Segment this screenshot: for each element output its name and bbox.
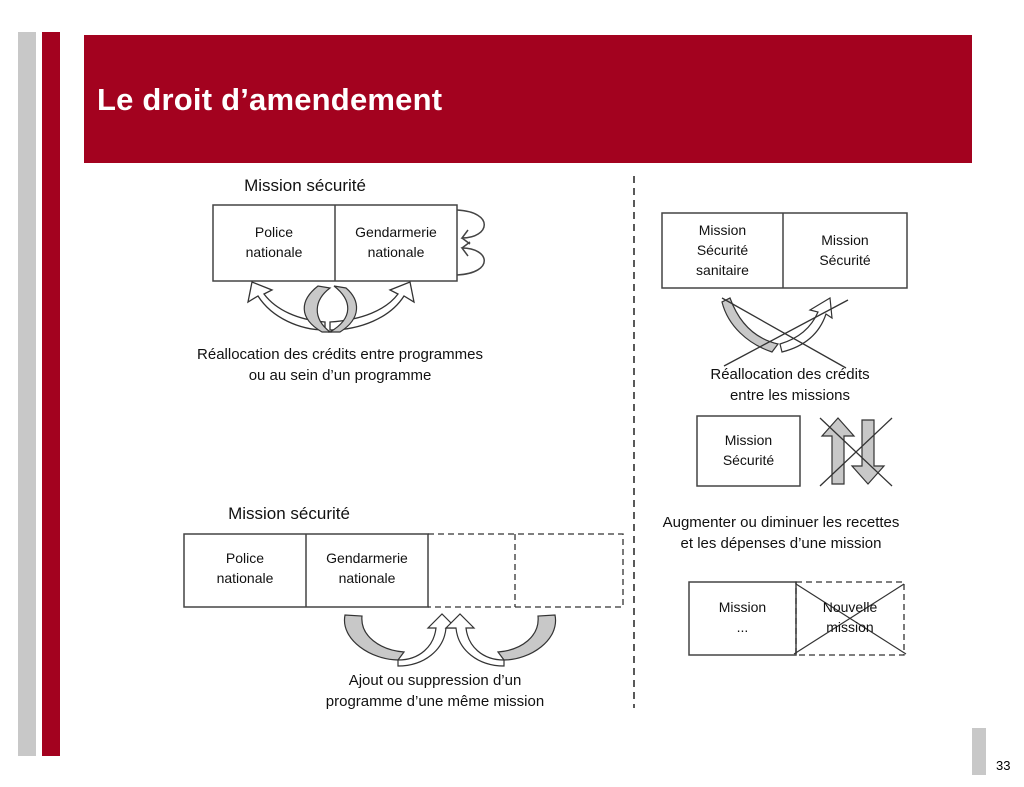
bottom-grey-arrow-right — [496, 614, 557, 661]
cell-text: Police — [254, 224, 294, 240]
crossed-grey-arrow — [721, 297, 780, 353]
bottom-left-heading: Mission sécurité — [228, 504, 350, 523]
bottom-grey-arrow-left — [343, 614, 406, 661]
top-left-heading: Mission sécurité — [244, 176, 366, 195]
cell-text: Mission — [718, 599, 767, 615]
right-top-cell-securite: Mission Sécurité — [783, 230, 907, 270]
bottom-outline-arrow-left — [397, 613, 458, 667]
caption-line: Réallocation des crédits entre programme… — [197, 346, 483, 363]
cell-text: Gendarmerie — [355, 224, 437, 240]
caption-line: Ajout ou suppression d’un — [348, 672, 522, 689]
up-arrow — [820, 417, 856, 485]
cell-text: ... — [736, 619, 749, 635]
top-left-cell-gendarmerie: Gendarmerie nationale — [335, 222, 457, 262]
cell-text: Police — [225, 550, 265, 566]
bottom-left-caption: Ajout ou suppression d’un programme d’un… — [290, 670, 580, 712]
right-middle-cell: Mission Sécurité — [697, 430, 800, 470]
caption-line: programme d’une même mission — [325, 693, 545, 710]
cell-text: sanitaire — [696, 262, 749, 278]
cell-text: Sécurité — [722, 452, 775, 468]
side-band-grey — [18, 32, 36, 756]
bottom-outline-arrow-right — [444, 613, 505, 667]
slide-title: Le droit d’amendement — [97, 82, 443, 117]
down-arrow — [850, 419, 886, 485]
side-loop-arrow — [456, 209, 485, 245]
cell-text: mission — [826, 619, 874, 635]
right-top-cell-sanitaire: Mission Sécurité sanitaire — [662, 220, 783, 280]
right-middle-box — [696, 415, 801, 487]
cell-text: nationale — [216, 570, 274, 586]
cell-text: Mission — [724, 432, 773, 448]
cell-text: Nouvelle — [822, 599, 878, 615]
page-number-bar — [972, 728, 986, 775]
caption-line: et les dépenses d’une mission — [680, 535, 882, 552]
grey-arrow — [303, 285, 332, 333]
caption-line: entre les missions — [729, 387, 851, 404]
reallocation-arrow-right — [329, 281, 415, 331]
crossed-outline-arrow — [779, 296, 833, 353]
bottom-left-cell-police: Police nationale — [184, 548, 306, 588]
right-middle-caption: Augmenter ou diminuer les recettes et le… — [636, 512, 926, 554]
cell-text: nationale — [338, 570, 396, 586]
cell-text: Gendarmerie — [326, 550, 408, 566]
top-left-caption: Réallocation des crédits entre programme… — [150, 344, 530, 386]
cell-text: Mission — [698, 222, 747, 238]
side-band-red — [42, 32, 60, 756]
page-number: 33 — [996, 758, 1011, 773]
cross-line — [721, 297, 847, 369]
cell-text: Sécurité — [819, 252, 871, 268]
cell-text: nationale — [367, 244, 425, 260]
cell-text: nationale — [245, 244, 303, 260]
dashed-extension — [428, 533, 624, 608]
caption-line: Augmenter ou diminuer les recettes — [662, 514, 900, 531]
right-bottom-cell-mission: Mission ... — [689, 597, 796, 637]
caption-line: Réallocation des crédits — [710, 366, 870, 383]
right-top-caption: Réallocation des crédits entre les missi… — [670, 364, 910, 406]
title-bar — [84, 35, 972, 163]
bottom-left-cell-gendarmerie: Gendarmerie nationale — [306, 548, 428, 588]
right-bottom-cell-nouvelle: Nouvelle mission — [796, 597, 904, 637]
cell-text: Sécurité — [696, 242, 749, 258]
caption-line: ou au sein d’un programme — [248, 367, 432, 384]
cell-text: Mission — [821, 232, 869, 248]
top-left-cell-police: Police nationale — [213, 222, 335, 262]
right-top-box — [661, 212, 908, 289]
